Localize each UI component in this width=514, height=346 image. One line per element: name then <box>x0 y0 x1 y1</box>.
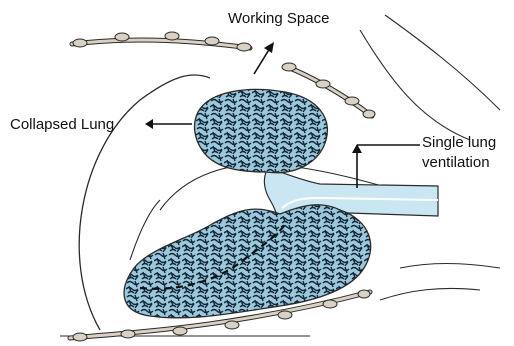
single-lung-ventilation-label: Single lung ventilation <box>422 133 496 173</box>
right-lower-line <box>400 264 500 269</box>
right-lower-line-2 <box>380 288 480 300</box>
working-space-label: Working Space <box>228 10 329 28</box>
collapsed-lung <box>195 89 328 172</box>
collapsed-lung-label: Collapsed Lung <box>10 116 114 134</box>
working-space-arrow <box>254 42 274 74</box>
right-wall-line <box>360 30 470 140</box>
single-lung-label-line2: ventilation <box>422 153 496 173</box>
single-lung-label-line1: Single lung <box>422 133 496 153</box>
collapsed-lung-arrow <box>145 119 192 129</box>
single-lung-arrow <box>352 144 420 188</box>
right-upper-line <box>385 15 500 110</box>
rib-upper-left <box>72 32 251 51</box>
